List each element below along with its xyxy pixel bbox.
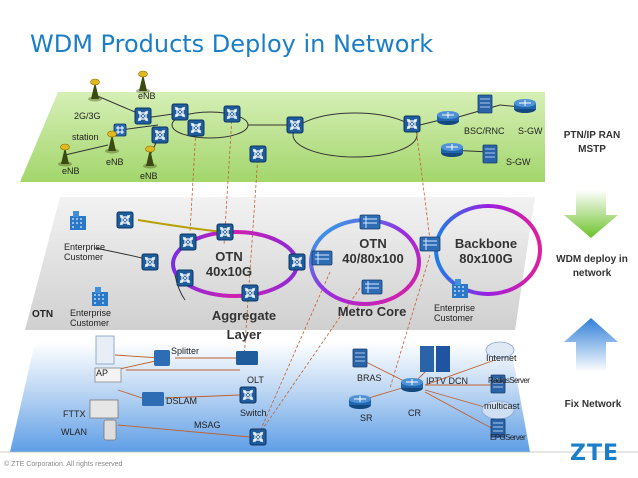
splitter-label: Splitter	[171, 346, 200, 356]
otn-node-7	[288, 253, 306, 271]
bsc-label: BSC/RNC	[464, 126, 505, 136]
iptv-dcn-label: IPTV DCN	[426, 376, 469, 386]
fttx-label: FTTX	[63, 409, 86, 419]
ipran-node-2	[171, 103, 189, 121]
station-tower-icon	[87, 78, 103, 102]
dcn-server-icon	[436, 346, 450, 372]
down-arrow-green	[564, 190, 618, 238]
ipran-node-4	[187, 119, 205, 137]
msag-node	[249, 428, 267, 446]
zte-logo: ZTE	[570, 441, 619, 466]
copyright-text: © ZTE Corporation. All rights reserved	[4, 461, 123, 468]
phone-icon	[103, 419, 117, 441]
sgw-router-icon-1	[513, 98, 537, 114]
dslam-icon	[142, 392, 164, 406]
wlan-label: WLAN	[61, 427, 88, 437]
ipran-node-7	[286, 116, 304, 134]
otn-node-4	[216, 223, 234, 241]
internet-label: Internet	[486, 353, 517, 363]
msag-label: MSAG	[194, 420, 221, 430]
metro-node-1	[311, 250, 333, 266]
enb-label-3: eNB	[62, 166, 80, 176]
otn-node-6	[241, 284, 259, 302]
sgw-label-1: S-GW	[518, 126, 543, 136]
otn-node-2	[141, 253, 159, 271]
epg-server-label: EPGServer	[490, 433, 526, 442]
switch-node	[239, 386, 257, 404]
internet-cloud-icon	[485, 341, 515, 359]
sr-router-icon	[348, 394, 372, 410]
bsc-server-icon	[477, 94, 493, 114]
laptop-icon	[89, 399, 119, 419]
otn-corner-label: OTN	[32, 309, 54, 320]
enb-label-2: eNB	[106, 157, 124, 167]
access-layer-plane	[10, 342, 530, 452]
bras-icon	[352, 348, 368, 368]
enb-label-1: eNB	[138, 91, 156, 101]
backbone-node	[419, 236, 441, 252]
otn-node-3	[179, 233, 197, 251]
station-label-line2: station	[72, 132, 99, 142]
ip-ran-layer-plane	[20, 92, 545, 182]
metro-node-3	[361, 279, 383, 295]
bsc-router-icon	[436, 110, 460, 126]
otn-node-1	[116, 211, 134, 229]
iptv-server-icon	[420, 346, 434, 372]
sgw-server-icon	[482, 144, 498, 164]
radius-server-label: RadiusServer	[488, 376, 530, 385]
ipran-node-3	[151, 126, 169, 144]
fix-network-label: Fix Network	[564, 399, 622, 410]
up-arrow-blue	[564, 318, 618, 372]
ipran-node-1	[134, 107, 152, 125]
splitter-icon	[154, 350, 170, 366]
enb-label-4: eNB	[140, 171, 158, 181]
ipran-node-5	[223, 105, 241, 123]
otn-node-5	[176, 269, 194, 287]
olt-label: OLT	[247, 375, 264, 385]
fttx-device-icon	[94, 367, 122, 383]
otn-layer-plane	[25, 197, 535, 330]
multicast-label: multicast	[484, 401, 520, 411]
ipran-node-6	[249, 145, 267, 163]
ap-label: AP	[96, 368, 109, 378]
switch-label: Switch	[240, 408, 267, 418]
station-label-line1: 2G/3G	[74, 111, 101, 121]
ap-device-icon	[95, 335, 115, 365]
ipran-router-icon	[440, 142, 464, 158]
metro-core-label: Metro Core	[337, 304, 407, 319]
cr-label: CR	[408, 408, 421, 418]
page-title: WDM Products Deploy in Network	[30, 30, 434, 58]
cr-router-icon	[400, 377, 424, 393]
sr-label: SR	[360, 413, 373, 423]
olt-icon	[236, 351, 258, 365]
metro-node-2	[359, 214, 381, 230]
dslam-label: DSLAM	[166, 396, 198, 406]
sgw-label-2: S-GW	[506, 157, 531, 167]
bras-label: BRAS	[357, 373, 382, 383]
ipran-node-8	[403, 115, 421, 133]
